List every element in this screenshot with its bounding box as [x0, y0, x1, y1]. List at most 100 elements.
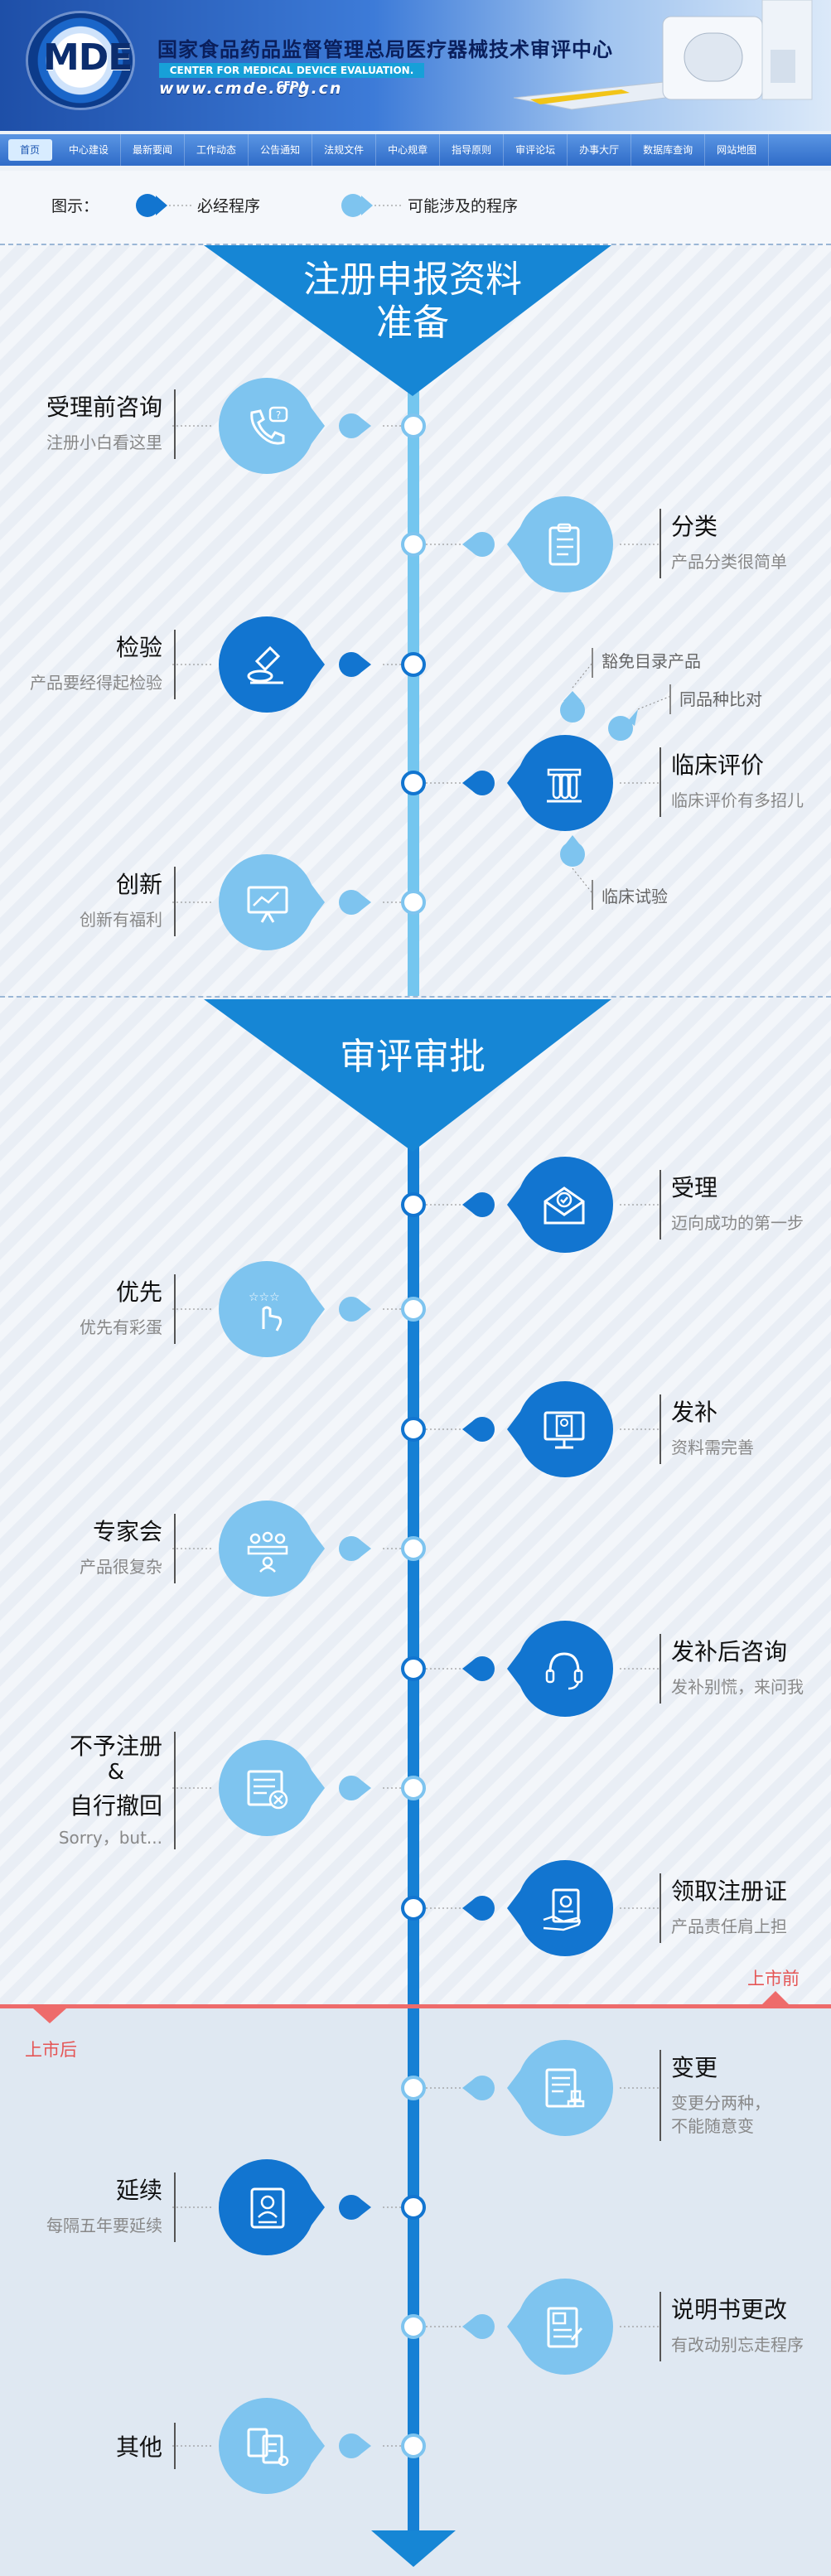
manual-title: 说明书更改 [671, 2296, 788, 2323]
site-url: www.cmde.org.cn [159, 80, 343, 98]
header-triangle-review [204, 999, 611, 1152]
text-bar [174, 867, 176, 936]
innovate-subtitle: 创新有福利 [80, 910, 162, 930]
option-bar [592, 648, 593, 678]
classify-title: 分类 [671, 513, 718, 540]
node-other [172, 2398, 426, 2494]
nav-item-home[interactable]: 首页 [8, 139, 53, 161]
reject-ampersand: & [107, 1760, 124, 1785]
text-bar [174, 1732, 176, 1849]
nav-item-notice[interactable]: 公告通知 [249, 134, 313, 166]
node-priority [172, 1261, 426, 1357]
classify-subtitle: 产品分类很简单 [671, 552, 787, 572]
market-divider-line [0, 2004, 831, 2008]
text-bar [659, 2050, 661, 2141]
nav-item-center[interactable]: 中心建设 [57, 134, 122, 166]
test-title: 检验 [115, 634, 162, 661]
priority-title: 优先 [115, 1278, 162, 1306]
expert-subtitle: 产品很复杂 [80, 1557, 162, 1577]
svg-text:☆☆☆: ☆☆☆ [249, 1291, 280, 1304]
nav-item-rules[interactable]: 中心规章 [376, 134, 441, 166]
accept-title: 受理 [671, 1174, 718, 1201]
certificate-title: 领取注册证 [671, 1878, 788, 1905]
medical-device-image [513, 0, 813, 110]
nav-item-sitemap[interactable]: 网站地图 [705, 134, 770, 166]
node-post-consult [401, 1621, 659, 1717]
nav-item-forum[interactable]: 审评论坛 [504, 134, 568, 166]
text-bar [659, 1170, 661, 1240]
test-subtitle: 产品要经得起检验 [30, 673, 162, 693]
text-bar [659, 1634, 661, 1704]
site-title: 国家食品药品监督管理总局医疗器械技术审评中心 [157, 38, 613, 61]
text-bar [659, 747, 661, 817]
node-manual [401, 2279, 659, 2375]
site-subtitle: CENTER FOR MEDICAL DEVICE EVALUATION. CF… [159, 63, 424, 91]
change-title: 变更 [671, 2054, 718, 2081]
text-bar [174, 630, 176, 699]
section-title-prep-line2: 准备 [376, 302, 449, 344]
devices-icon [247, 2428, 289, 2467]
nav-item-work[interactable]: 工作动态 [185, 134, 249, 166]
text-bar [659, 1873, 661, 1943]
main-nav: 首页 中心建设 最新要闻 工作动态 公告通知 法规文件 中心规章 指导原则 审评… [0, 134, 831, 166]
svg-text:?: ? [276, 409, 281, 421]
expert-title: 专家会 [92, 1518, 162, 1545]
innovate-title: 创新 [115, 871, 162, 898]
section-title-review: 审评审批 [340, 1036, 486, 1078]
timeline-segment-2 [408, 1143, 419, 2535]
document-stamp-icon [545, 2068, 585, 2108]
text-bar [174, 1274, 176, 1344]
nav-item-guide[interactable]: 指导原则 [440, 134, 505, 166]
change-subtitle-line2: 不能随意变 [671, 2116, 754, 2136]
clinical-option-trial: 临床试验 [602, 887, 668, 906]
section-divider [0, 996, 831, 998]
nav-item-law[interactable]: 法规文件 [312, 134, 377, 166]
node-classify [401, 496, 659, 592]
site-header: MDE 国家食品药品监督管理总局医疗器械技术审评中心 CENTER FOR ME… [0, 0, 831, 131]
whiteboard-icon [247, 886, 288, 923]
microscope-icon [247, 645, 283, 684]
node-innovate [172, 854, 426, 950]
legend-required-drop-icon [136, 194, 192, 217]
manual-subtitle: 有改动别忘走程序 [671, 2335, 804, 2355]
priority-subtitle: 优先有彩蛋 [80, 1317, 162, 1337]
text-bar [174, 2423, 176, 2469]
pre-market-label: 上市前 [747, 1969, 800, 1989]
node-supplement [401, 1381, 659, 1477]
id-card-icon [250, 2187, 285, 2229]
legend-required-text: 必经程序 [197, 197, 261, 215]
post-market-pointer [33, 2008, 66, 2023]
node-reject [172, 1740, 426, 1836]
accept-subtitle: 迈向成功的第一步 [671, 1213, 804, 1233]
change-subtitle-line1: 变更分两种， [671, 2093, 771, 2113]
text-bar [659, 2292, 661, 2361]
text-bar [174, 2172, 176, 2242]
clipboard-icon [548, 523, 580, 566]
post-consult-subtitle: 发补别慌，来问我 [671, 1677, 804, 1697]
nav-item-database[interactable]: 数据库查询 [631, 134, 706, 166]
post-market-label: 上市后 [25, 2040, 77, 2060]
text-bar [659, 509, 661, 578]
renew-subtitle: 每隔五年要延续 [46, 2216, 162, 2235]
test-tubes-icon [547, 768, 582, 803]
text-bar [659, 1394, 661, 1464]
legend-possible-text: 可能涉及的程序 [408, 197, 519, 215]
legend-possible-drop-icon [341, 194, 401, 217]
text-bar [174, 1514, 176, 1583]
post-consult-title: 发补后咨询 [671, 1638, 788, 1665]
nav-item-service[interactable]: 办事大厅 [568, 134, 632, 166]
legend-bar: 图示： 必经程序 可能涉及的程序 [0, 171, 831, 245]
legend-label: 图示： [51, 197, 99, 215]
node-change [401, 2040, 659, 2136]
cancel-form-icon [247, 1770, 288, 1810]
stars-hand-icon: ☆☆☆ [249, 1291, 283, 1331]
pre-market-pointer [762, 1991, 789, 2004]
certificate-subtitle: 产品责任肩上担 [671, 1916, 787, 1936]
node-expert [172, 1501, 426, 1597]
nav-item-news[interactable]: 最新要闻 [121, 134, 186, 166]
text-bar [174, 389, 176, 459]
reject-title-line1: 不予注册 [69, 1733, 162, 1760]
node-renew [172, 2159, 426, 2255]
meeting-icon [247, 1531, 288, 1573]
header-triangle-prep [204, 245, 611, 396]
